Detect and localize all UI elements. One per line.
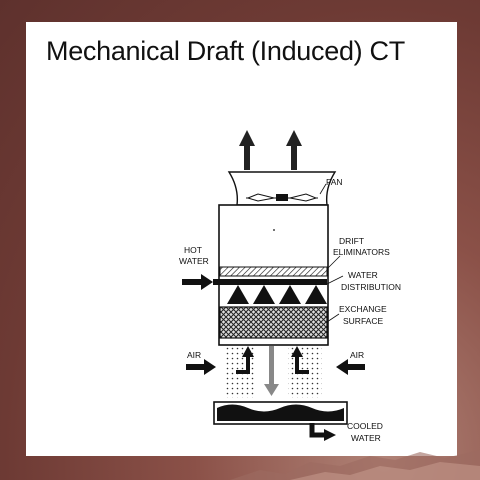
label-fan: FAN	[326, 177, 343, 187]
label-cooled-1: COOLED	[347, 421, 383, 431]
air-inlet-arrow-left	[186, 359, 216, 375]
label-drift-2: ELIMINATORS	[333, 247, 390, 257]
slide: Mechanical Draft (Induced) CT	[26, 22, 457, 456]
water-fall-arrow	[264, 346, 279, 396]
label-exchange-1: EXCHANGE	[339, 304, 387, 314]
updraft-arrow-left	[236, 346, 254, 374]
distribution-pipe	[213, 279, 327, 285]
spray-nozzles	[227, 285, 327, 304]
decorative-ridge	[230, 450, 480, 480]
basin-water	[217, 404, 344, 421]
drift-eliminators	[219, 266, 328, 277]
exhaust-arrow-left	[239, 130, 255, 170]
label-hot-1: HOT	[184, 245, 202, 255]
updraft-arrow-right	[291, 346, 309, 374]
label-cooled-2: WATER	[351, 433, 381, 443]
exhaust-arrow-right	[286, 130, 302, 170]
fan-icon	[246, 193, 318, 202]
label-hot-2: WATER	[179, 256, 209, 266]
cooling-tower-diagram: FAN DRIFT ELIMINATORS HOT WATER WATER DI…	[179, 130, 401, 443]
label-water-dist-2: DISTRIBUTION	[341, 282, 401, 292]
label-air-left: AIR	[187, 350, 201, 360]
label-drift-1: DRIFT	[339, 236, 364, 246]
exchange-surface	[219, 306, 328, 339]
label-exchange-2: SURFACE	[343, 316, 383, 326]
slide-title: Mechanical Draft (Induced) CT	[46, 36, 405, 66]
air-inlet-arrow-right	[336, 359, 365, 375]
cooled-water-arrow	[309, 423, 336, 441]
hot-water-arrow	[182, 274, 213, 290]
label-air-right: AIR	[350, 350, 364, 360]
label-water-dist-1: WATER	[348, 270, 378, 280]
